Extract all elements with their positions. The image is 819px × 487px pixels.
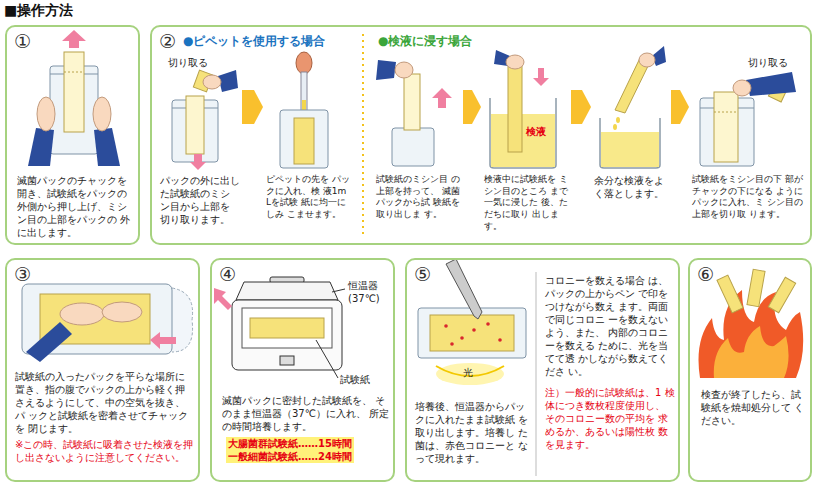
step4-art xyxy=(214,277,345,378)
sub-step: 試験紙のミシン目 の上部を持って、 滅菌パックから試 験紙を取り出しま す。 xyxy=(374,57,462,243)
step-text: コロニーを数える場合 は、パックの上からペン で印をつけながら数え ます。両面で… xyxy=(545,274,675,378)
sub-step: 試験紙をミシン目の下 部がチャックの下になる ようにパックに入れ、ミ シン目の上… xyxy=(690,57,810,243)
step-number: ④ xyxy=(219,265,236,284)
step-panel: ② ●ピペットを使用する場合 ●検液に浸す場合パックの外に出し た試験紙のミシ ン目… xyxy=(150,25,812,245)
flow-arrow xyxy=(571,90,591,124)
step1-art xyxy=(28,30,120,166)
step-panel: ⑤ 培養後、恒温器からパッ クに入れたまま試験紙 を取り出します。培養し た菌は、… xyxy=(405,258,680,482)
diagram-title: ■操作方法 xyxy=(4,2,73,20)
flow-arrow xyxy=(463,90,481,124)
step-text: ピペットの先を パックに入れ、検 液1mLを試験 紙に均一にしみ こませます。 xyxy=(266,174,350,221)
incubator-label: 恒温器 (37℃) xyxy=(348,280,392,305)
step2c-art xyxy=(376,60,452,166)
step-number: ③ xyxy=(14,265,31,284)
sub-step: ピペットの先を パックに入れ、検 液1mLを試験 紙に均一にしみ こませます。 xyxy=(264,57,352,243)
step3-art xyxy=(22,284,193,362)
note-text: ※この時、試験紙に吸着させた検液を押 し出さないように注意してください。 xyxy=(15,438,195,464)
step2f-art xyxy=(700,72,796,166)
step-text: 試験紙をミシン目の下 部がチャックの下になる ようにパックに入れ、ミ シン目の上… xyxy=(692,174,808,221)
step-number: ② xyxy=(159,32,176,51)
cut-label: 切り取る xyxy=(748,57,798,70)
light-label: 光 xyxy=(463,367,479,380)
step-text: 余分な検液をよ く落とします。 xyxy=(594,174,668,200)
flow-arrow xyxy=(242,90,263,124)
step-text: 試験紙の入ったパックを平らな場所に 置き、指の腹でパックの上から軽く押 さえるよ… xyxy=(15,370,193,435)
step-text: パックの外に出し た試験紙のミシ ン目から上部を 切り取ります。 xyxy=(160,174,240,226)
cut-label: 切り取る xyxy=(168,57,218,70)
sub-step: 検液中に試験紙を ミシン目のところ まで一気に浸した 後、ただちに取り 出します… xyxy=(482,57,570,243)
step2e-art xyxy=(600,46,666,168)
sub-step: 余分な検液をよ く落とします。 xyxy=(592,57,670,243)
step-number: ⑤ xyxy=(414,265,431,284)
time-note: 一般細菌試験紙……24時間 xyxy=(226,450,354,463)
section-heading: ●検液に浸す場合 xyxy=(378,34,472,50)
step-number: ⑥ xyxy=(697,265,714,284)
step-text: 試験紙のミシン目 の上部を持って、 滅菌パックから試 験紙を取り出しま す。 xyxy=(376,174,460,221)
step-panel: ③ 試験紙の入ったパックを平らな場所に 置き、指の腹でパックの上から軽く押 さえる… xyxy=(5,258,200,482)
step-text: 滅菌パックに密封した試験紙を、 そのまま恒温器（37℃）に入れ、 所定の時間培養… xyxy=(222,394,390,433)
paper-label: 試験紙 xyxy=(340,374,380,387)
separator xyxy=(362,34,364,238)
time-note: 大腸菌群試験紙……15時間 xyxy=(226,437,354,450)
step-panel: ④ 滅菌パックに密封した試験紙を、 そのまま恒温器（37℃）に入れ、 所定の時間培… xyxy=(210,258,395,482)
step2a-art xyxy=(172,70,238,170)
step-text: 検液中に試験紙を ミシン目のところ まで一気に浸した 後、ただちに取り 出します… xyxy=(484,174,568,232)
liquid-label: 検液 xyxy=(526,126,554,139)
step-panel: ① 滅菌パックのチャックを 開き、試験紙をパックの 外側から押し上げ、ミシ ン目の… xyxy=(5,25,140,245)
sub-step: パックの外に出し た試験紙のミシ ン目から上部を 切り取ります。 xyxy=(159,57,241,243)
step-text: 滅菌パックのチャックを 開き、試験紙をパックの 外側から押し上げ、ミシ ン目の上… xyxy=(17,174,135,239)
step2b-art xyxy=(280,52,328,168)
step-panel: ⑥ 検査が終了したら、試 験紙を焼却処分して ください。 xyxy=(688,258,812,482)
step-text: 培養後、恒温器からパッ クに入れたまま試験紙 を取り出します。培養し た菌は、赤… xyxy=(415,400,537,465)
step-text: 検査が終了したら、試 験紙を焼却処分して ください。 xyxy=(701,388,805,427)
note-text: 注）一般的に試験紙は、1 検体につき数枚程度使用し、 そのコロニー数の平均を 求… xyxy=(545,386,675,451)
step-number: ① xyxy=(14,32,31,51)
step2d-art xyxy=(490,50,556,168)
section-heading: ●ピペットを使用する場合 xyxy=(183,34,325,50)
step6-art xyxy=(699,269,804,378)
flow-arrow xyxy=(671,90,689,124)
